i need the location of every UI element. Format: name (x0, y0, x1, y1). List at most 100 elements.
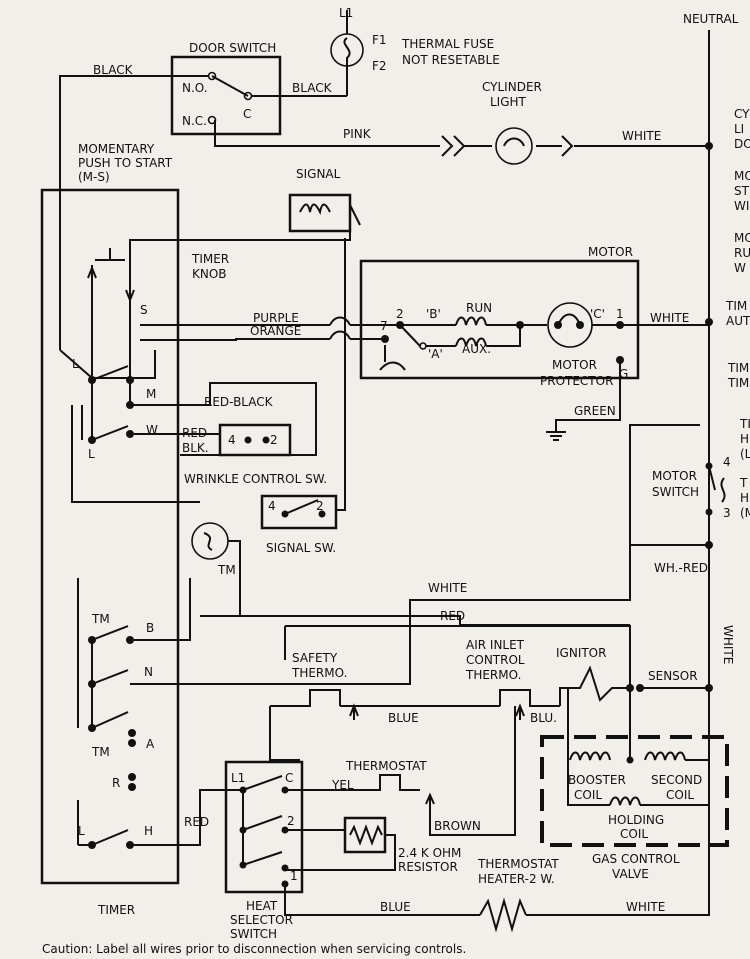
resistor-label-2: RESISTOR (398, 860, 458, 874)
white-vertical-label: WHITE (721, 625, 735, 664)
timer-knob-label-1: TIMER (191, 252, 229, 266)
gas-control-label-1: GAS CONTROL (592, 852, 680, 866)
l1-label: L1 (339, 6, 353, 20)
timer-knob-label-2: KNOB (192, 267, 227, 281)
wh-red-label: WH.-RED (654, 561, 708, 575)
red-blk-label-1: RED- (182, 426, 212, 440)
terminal-7-label: 7 (380, 319, 388, 333)
right-label-mo-3: WI (734, 199, 749, 213)
momentary-label-1: MOMENTARY (78, 142, 155, 156)
resistor-label-1: 2.4 K OHM (398, 846, 461, 860)
s-label: S (140, 303, 148, 317)
air-inlet-label-3: THERMO. (465, 668, 521, 682)
signal-buzzer (288, 193, 361, 233)
gas-control-label-2: VALVE (612, 867, 649, 881)
n-label: N (144, 665, 153, 679)
r-label: R (112, 776, 120, 790)
signal-sw-2-label: 2 (316, 499, 324, 513)
right-label-cy-3: DO (734, 137, 750, 151)
l-mid-label: L (88, 447, 95, 461)
booster-coil-label-2: COIL (574, 788, 602, 802)
right-label-tk-1: T (739, 476, 748, 490)
l-upper-label: L (72, 357, 79, 371)
safety-thermo-label-1: SAFETY (292, 651, 338, 665)
aux-label: AUX. (462, 342, 491, 356)
heat-selector-c-label: C (285, 771, 293, 785)
black-label-2: BLACK (292, 81, 333, 95)
right-label-th-3: (L (740, 447, 750, 461)
right-label-cy-1: CY (734, 107, 750, 121)
thermostat-label: THERMOSTAT (345, 759, 427, 773)
blu-label: BLU. (530, 711, 557, 725)
blue-mid-label: BLUE (388, 711, 419, 725)
terminal-a-label: 'A' (428, 347, 443, 361)
run-label: RUN (466, 301, 492, 315)
orange-label: ORANGE (250, 324, 301, 338)
thermal-fuse-label: THERMAL FUSE (401, 37, 494, 51)
red-mid-label: RED (440, 609, 465, 623)
air-inlet-label-2: CONTROL (466, 653, 525, 667)
thermostat-circuit (285, 706, 516, 871)
light-label: LIGHT (490, 95, 527, 109)
right-label-mu-1: MO (734, 231, 750, 245)
right-label-mu-3: W (734, 261, 746, 275)
right-label-th-1: TI (739, 417, 750, 431)
thermostat-heater (284, 884, 710, 933)
motor-switch (705, 462, 726, 516)
timer-box (40, 188, 180, 885)
c-door-label: C (243, 107, 251, 121)
no-label: N.O. (182, 81, 208, 95)
heat-selector-label-3: SWITCH (230, 927, 277, 941)
wrinkle-2-label: 2 (270, 433, 278, 447)
right-label-ti-2: AUT (726, 314, 750, 328)
signal-label: SIGNAL (296, 167, 341, 181)
right-label-mu-2: RU (734, 246, 750, 260)
white-motor-label: WHITE (650, 311, 689, 325)
b-label: B (146, 621, 154, 635)
green-label: GREEN (574, 404, 616, 418)
red-blk-label-2: BLK. (182, 441, 209, 455)
right-label-mo-2: ST (734, 184, 750, 198)
brown-label: BROWN (434, 819, 481, 833)
right-label-tj-1: TIM (727, 361, 749, 375)
gas-control-valve (269, 625, 729, 847)
black-label-1: BLACK (93, 63, 134, 77)
white-bottom-label: WHITE (626, 900, 665, 914)
m-label: M (146, 387, 156, 401)
h-label: H (144, 824, 153, 838)
right-label-ti-1: TIM (725, 299, 747, 313)
timer-contacts (59, 186, 351, 849)
heat-selector-switch (134, 760, 304, 894)
heat-selector-1-label: 1 (290, 869, 298, 883)
signal-sw-label: SIGNAL SW. (266, 541, 336, 555)
motor-switch-3-label: 3 (723, 506, 731, 520)
yel-label: YEL (331, 778, 354, 792)
wrinkle-4-label: 4 (228, 433, 236, 447)
pink-label: PINK (343, 127, 372, 141)
second-coil-label-2: COIL (666, 788, 694, 802)
sensor-label: SENSOR (648, 669, 698, 683)
caution-note: Caution: Label all wires prior to discon… (42, 942, 466, 956)
holding-coil-label-1: HOLDING (608, 813, 664, 827)
holding-coil-label-2: COIL (620, 827, 648, 841)
motor-protector-label-2: PROTECTOR (540, 374, 613, 388)
thermal-fuse (330, 10, 364, 92)
signal-switch (260, 238, 346, 530)
wrinkle-control-label: WRINKLE CONTROL SW. (184, 472, 327, 486)
motor-switch-4-label: 4 (723, 455, 731, 469)
blue-bottom-label: BLUE (380, 900, 411, 914)
momentary-label-2: PUSH TO START (78, 156, 173, 170)
second-coil-label-1: SECOND (651, 773, 702, 787)
terminal-2-label: 2 (396, 307, 404, 321)
motor (140, 259, 709, 441)
terminal-1-label: 1 (616, 307, 624, 321)
a-label: A (146, 737, 155, 751)
cylinder-light-circuit (214, 120, 709, 165)
terminal-c-label: 'C' (590, 307, 605, 321)
thermostat-heater-label-1: THERMOSTAT (477, 857, 559, 871)
right-label-cy-2: LI (734, 122, 744, 136)
tm-label-2: TM (91, 745, 110, 759)
tm-label-1: TM (91, 612, 110, 626)
g-label: G (619, 367, 628, 381)
